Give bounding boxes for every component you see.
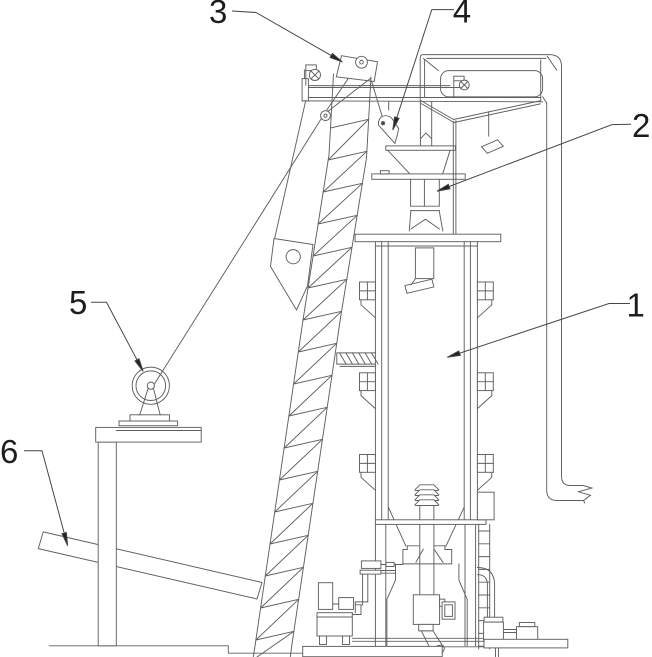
svg-text:1: 1 (627, 287, 645, 324)
svg-text:3: 3 (209, 0, 227, 30)
svg-text:2: 2 (632, 107, 650, 144)
svg-text:5: 5 (69, 284, 87, 321)
svg-text:4: 4 (453, 0, 471, 29)
svg-text:6: 6 (0, 433, 18, 470)
